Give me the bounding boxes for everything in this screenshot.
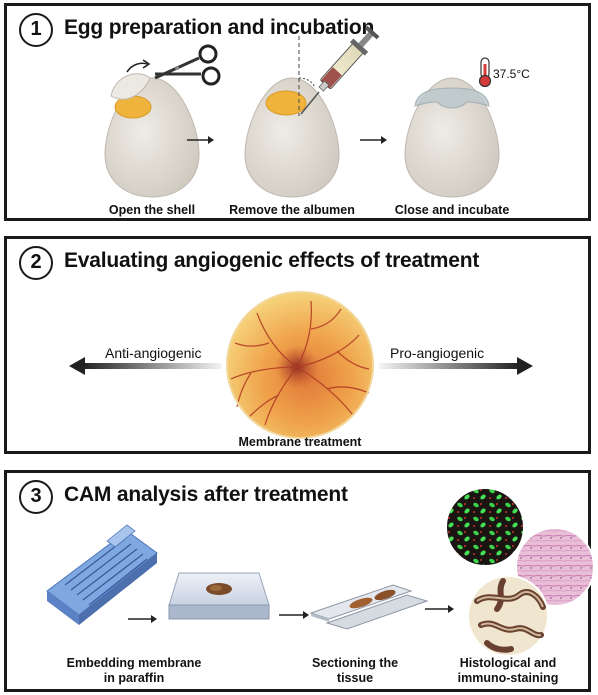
panel-egg-preparation: 1 Egg preparation and incubation bbox=[4, 3, 591, 221]
step-embedding-line-2: in paraffin bbox=[59, 671, 209, 685]
arrow-icon bbox=[360, 136, 387, 144]
step-sectioning-line-2: tissue bbox=[295, 671, 415, 685]
histology-stain-icon bbox=[468, 576, 548, 656]
pro-angiogenic-label: Pro-angiogenic bbox=[390, 345, 484, 361]
step-embedding-line-1: Embedding membrane bbox=[59, 656, 209, 670]
panel-cam-analysis: 3 CAM analysis after treatment bbox=[4, 470, 591, 692]
anti-angiogenic-label: Anti-angiogenic bbox=[105, 345, 202, 361]
paraffin-block-icon bbox=[169, 573, 269, 619]
tissue-slides-icon bbox=[311, 585, 427, 629]
panel-2-illustration bbox=[7, 239, 594, 457]
membrane-treatment-caption: Membrane treatment bbox=[220, 435, 380, 449]
tissue-cassette-icon bbox=[47, 525, 157, 625]
egg-sealed-icon bbox=[405, 78, 499, 197]
immunofluorescence-icon bbox=[446, 488, 524, 566]
step-sectioning-line-1: Sectioning the bbox=[295, 656, 415, 670]
temperature-label: 37.5°C bbox=[493, 67, 530, 81]
egg-remove-albumen-icon bbox=[245, 36, 339, 197]
staining-images bbox=[446, 488, 594, 656]
step-staining-line-2: immuno-staining bbox=[443, 671, 573, 685]
step-close-incubate: Close and incubate bbox=[390, 203, 514, 217]
scissors-icon bbox=[155, 46, 219, 84]
thermometer-icon bbox=[480, 58, 491, 87]
step-staining-line-1: Histological and bbox=[443, 656, 573, 670]
egg-open-shell-icon bbox=[105, 60, 199, 197]
arrow-icon bbox=[128, 615, 157, 623]
arrow-icon bbox=[425, 605, 454, 613]
arrow-icon bbox=[279, 611, 309, 619]
cam-membrane-image bbox=[227, 292, 373, 438]
panel-angiogenic-effects: 2 Evaluating angiogenic effects of treat… bbox=[4, 236, 591, 454]
panel-1-illustration bbox=[7, 6, 594, 224]
step-remove-albumen: Remove the albumen bbox=[225, 203, 359, 217]
step-open-shell: Open the shell bbox=[102, 203, 202, 217]
